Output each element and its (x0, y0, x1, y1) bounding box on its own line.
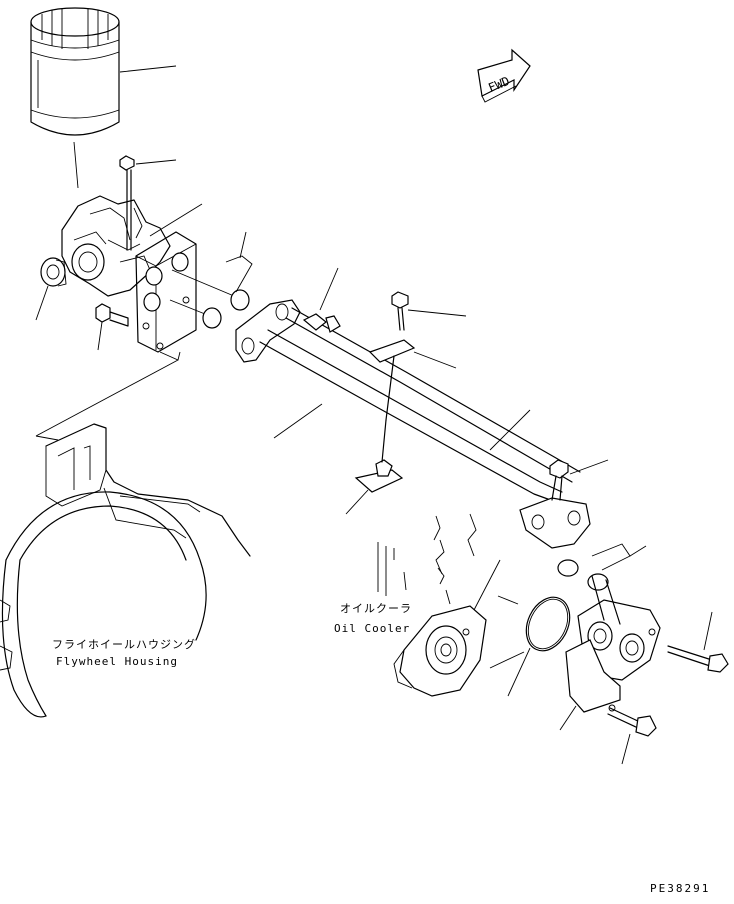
drawing-code: PE38291 (650, 882, 711, 895)
large-o-ring (489, 595, 571, 697)
tube-bracket-lower (345, 419, 404, 515)
flywheel-housing (0, 423, 251, 718)
bolt-top (119, 155, 177, 251)
short-bolt (607, 707, 657, 765)
cooler-flange (559, 575, 661, 731)
bolt-left (95, 303, 129, 351)
filter-head (61, 195, 203, 297)
oil-cooler-label-jp: オイルクーラ (340, 602, 412, 615)
plug (35, 257, 67, 321)
flywheel-housing-label-en: Flywheel Housing (56, 655, 178, 668)
oil-filter (30, 7, 177, 189)
o-rings (202, 231, 253, 329)
bolt-right-tube (549, 459, 609, 501)
long-bolt (667, 611, 729, 673)
tube-bracket-upper (368, 291, 467, 421)
flywheel-housing-label-jp: フライホイールハウジング (52, 638, 196, 651)
bolt-flange (302, 267, 341, 333)
oil-cooler-label-en: Oil Cooler (334, 622, 411, 635)
oil-cooler (393, 513, 501, 697)
cooler-leader-marks (377, 515, 445, 596)
oil-tubes (235, 299, 591, 549)
cooler-o-rings (557, 543, 647, 591)
adapter-plate (35, 231, 235, 441)
fwd-arrow-icon (477, 48, 531, 103)
